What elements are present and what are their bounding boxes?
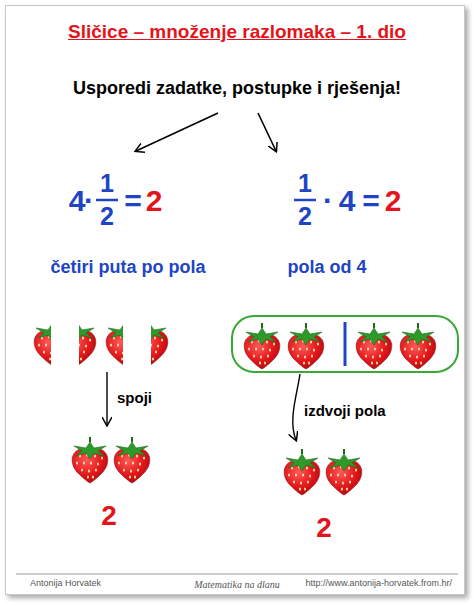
result-number: 2 — [316, 513, 332, 544]
verbal-reading: četiri puta po pola — [50, 258, 205, 278]
fraction-denominator: 2 — [298, 203, 312, 231]
equals-sign: = — [362, 184, 380, 217]
multiply-sign: · — [84, 184, 94, 217]
fraction-denominator: 2 — [100, 203, 114, 231]
action-label: spoji — [117, 390, 152, 407]
website-url: http://www.antonija-horvatek.from.hr/ — [305, 579, 452, 589]
result-number: 2 — [101, 501, 117, 532]
action-label: izdvoji pola — [304, 403, 386, 420]
multiply-sign: · — [323, 184, 333, 217]
fraction-numerator: 1 — [100, 170, 114, 198]
verbal-reading: pola od 4 — [287, 258, 366, 278]
author-name: Antonija Horvatek — [30, 579, 101, 589]
series-name: Matematika na dlanu — [194, 579, 280, 590]
equals-sign: = — [124, 184, 142, 217]
equation-number: 4 — [69, 184, 86, 217]
equation-number: 4 — [339, 184, 356, 217]
page-title: Sličice – množenje razlomaka – 1. dio — [68, 22, 406, 43]
equation-result: 2 — [385, 184, 402, 217]
instruction: Usporedi zadatke, postupke i rješenja! — [73, 79, 401, 99]
fraction-numerator: 1 — [298, 170, 312, 198]
equation-result: 2 — [146, 184, 163, 217]
